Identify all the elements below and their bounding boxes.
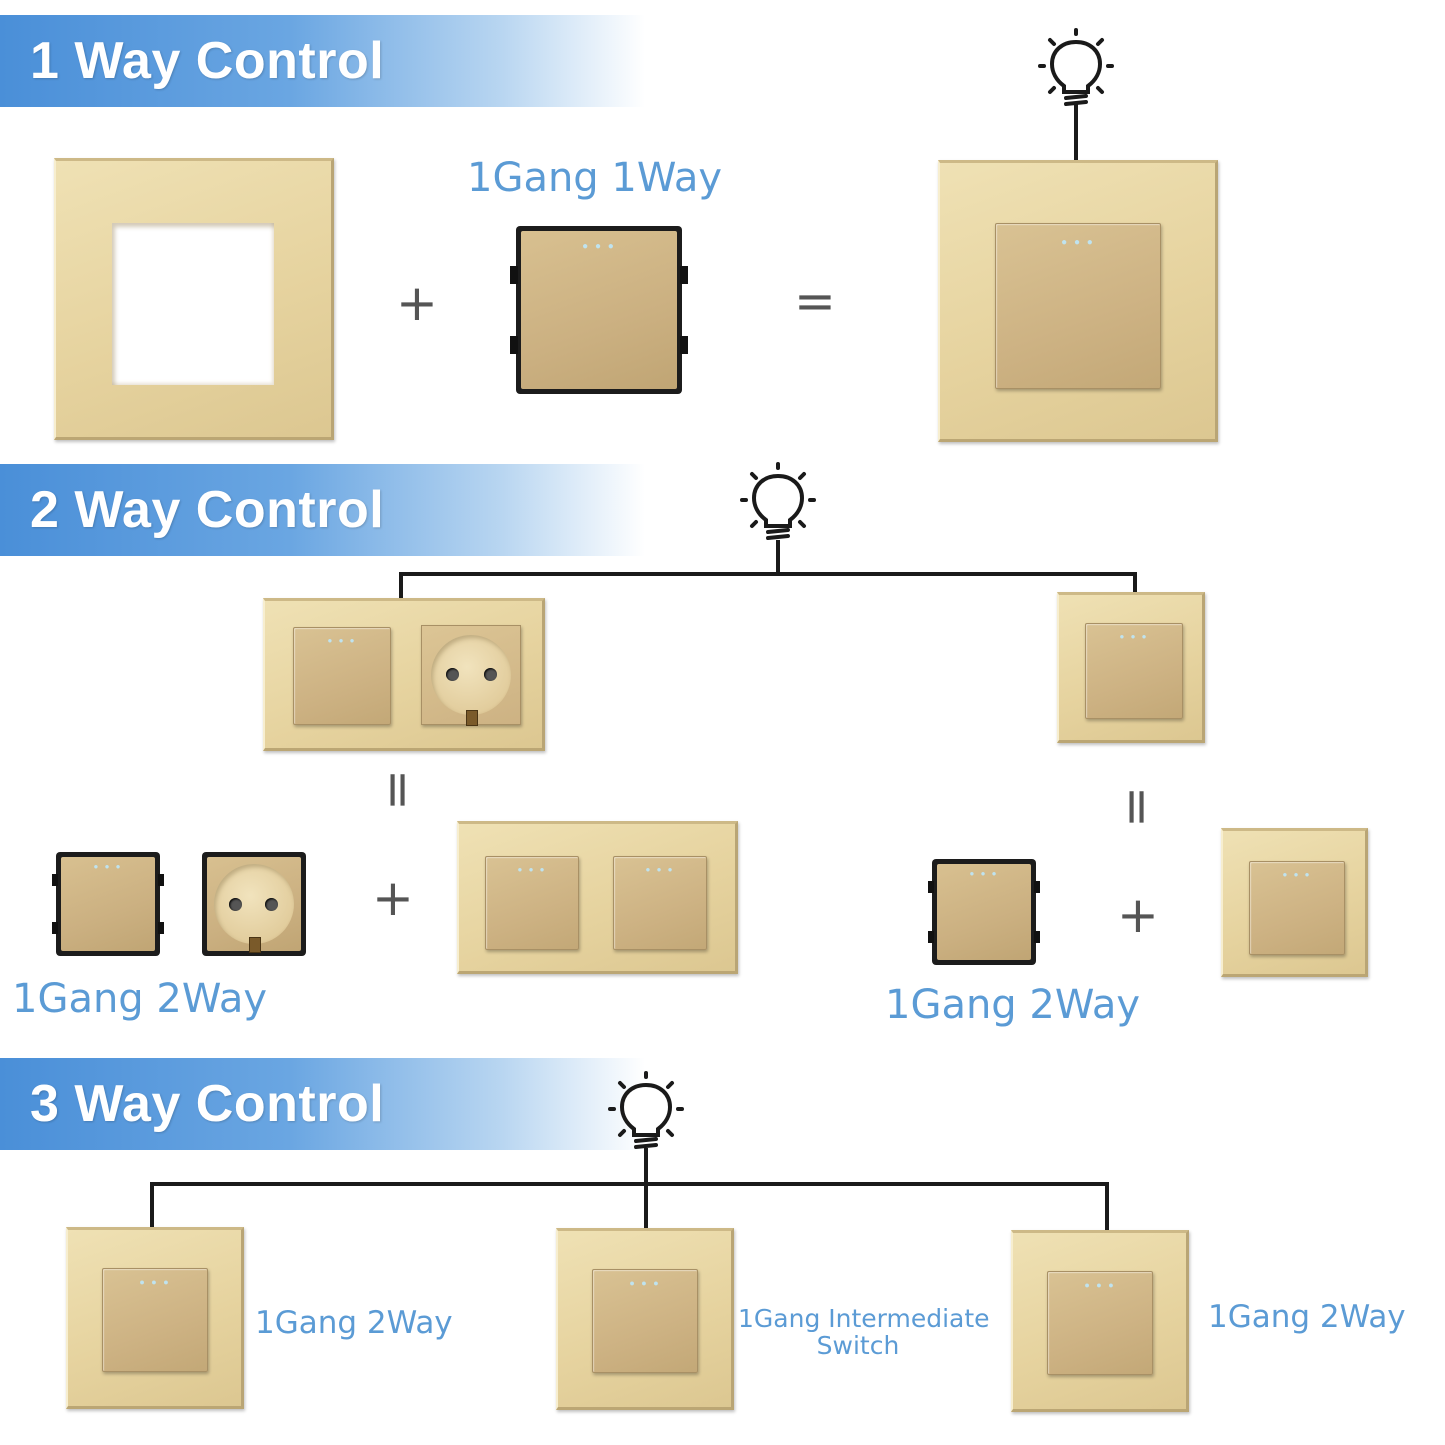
indicator-dots-icon: ● ● ● <box>93 862 123 871</box>
double-gang-frame: ● ● ● ● ● ● <box>457 821 738 974</box>
switch-button: ● ● ● <box>102 1268 208 1372</box>
indicator-dots-icon: ● ● ● <box>327 636 357 645</box>
indicator-dots-icon: ● ● ● <box>1282 870 1312 879</box>
switch-module-1gang-1way: ● ● ● <box>510 226 688 394</box>
section-title: 3 Way Control <box>30 1075 385 1133</box>
wire <box>399 572 403 600</box>
equals-sign-rotated: = <box>369 769 428 811</box>
label-1gang-2way: 1Gang 2Way <box>12 976 268 1022</box>
single-switch-frame: ● ● ● <box>1057 592 1205 743</box>
plus-sign: + <box>396 274 438 332</box>
wire <box>776 540 780 574</box>
assembled-switch-1-way: ● ● ● <box>938 160 1218 442</box>
indicator-dots-icon: ● ● ● <box>139 1277 171 1287</box>
plus-sign: + <box>1117 886 1159 944</box>
wire-horizontal <box>399 572 1137 576</box>
section-title: 2 Way Control <box>30 481 385 539</box>
wire <box>644 1148 648 1230</box>
section-banner-3-way: 3 Way Control <box>0 1058 645 1150</box>
module-face <box>521 231 677 389</box>
frame-opening <box>112 223 274 385</box>
module-face <box>61 857 155 951</box>
label-1gang-2way: 1Gang 2Way <box>1208 1299 1406 1335</box>
plus-sign: + <box>372 869 414 927</box>
indicator-dots-icon: ● ● ● <box>1061 237 1095 248</box>
empty-glass-frame <box>54 158 334 440</box>
switch-socket-combo-frame: ● ● ● <box>263 598 545 751</box>
label-1gang-1way: 1Gang 1Way <box>467 155 723 201</box>
section-banner-2-way: 2 Way Control <box>0 464 645 556</box>
indicator-dots-icon: ● ● ● <box>582 241 616 252</box>
switch-2way-a: ● ● ● <box>66 1227 244 1409</box>
switch-button: ● ● ● <box>1249 861 1345 955</box>
switch-button: ● ● ● <box>1047 1271 1153 1375</box>
switch-module-1gang-2way: ● ● ● <box>52 852 164 956</box>
equals-sign: = <box>794 272 836 330</box>
wire <box>1105 1182 1109 1232</box>
label-line: 1Gang Intermediate <box>738 1304 990 1333</box>
label-intermediate-switch: 1Gang Intermediate Switch <box>738 1304 990 1360</box>
wire <box>150 1182 154 1228</box>
switch-button: ● ● ● <box>592 1269 698 1373</box>
wire <box>1074 104 1078 162</box>
label-line: Switch <box>816 1331 900 1360</box>
switch-button: ● ● ● <box>613 856 707 950</box>
single-switch-frame: ● ● ● <box>1221 828 1368 977</box>
socket-module <box>202 852 306 956</box>
section-banner-1-way: 1 Way Control <box>0 15 645 107</box>
light-bulb-icon <box>1038 28 1114 106</box>
switch-module-1gang-2way: ● ● ● <box>928 859 1040 965</box>
wire-horizontal <box>150 1182 1109 1186</box>
label-1gang-2way: 1Gang 2Way <box>885 982 1141 1028</box>
switch-button: ● ● ● <box>293 627 391 725</box>
equals-sign-rotated: = <box>1108 786 1167 828</box>
switch-button: ● ● ● <box>1085 623 1183 719</box>
indicator-dots-icon: ● ● ● <box>517 865 547 874</box>
label-1gang-2way: 1Gang 2Way <box>255 1305 453 1341</box>
switch-button: ● ● ● <box>485 856 579 950</box>
light-bulb-icon <box>608 1071 684 1149</box>
switch-2way-c: ● ● ● <box>1011 1230 1189 1412</box>
module-face <box>937 864 1031 960</box>
switch-button: ● ● ● <box>995 223 1161 389</box>
indicator-dots-icon: ● ● ● <box>629 1278 661 1288</box>
indicator-dots-icon: ● ● ● <box>1119 632 1149 641</box>
wire <box>1133 572 1137 594</box>
indicator-dots-icon: ● ● ● <box>645 865 675 874</box>
switch-intermediate: ● ● ● <box>556 1228 734 1410</box>
schuko-socket <box>207 857 301 953</box>
section-title: 1 Way Control <box>30 32 385 90</box>
light-bulb-icon <box>740 462 816 540</box>
indicator-dots-icon: ● ● ● <box>969 869 999 878</box>
indicator-dots-icon: ● ● ● <box>1084 1280 1116 1290</box>
schuko-socket <box>421 625 521 726</box>
